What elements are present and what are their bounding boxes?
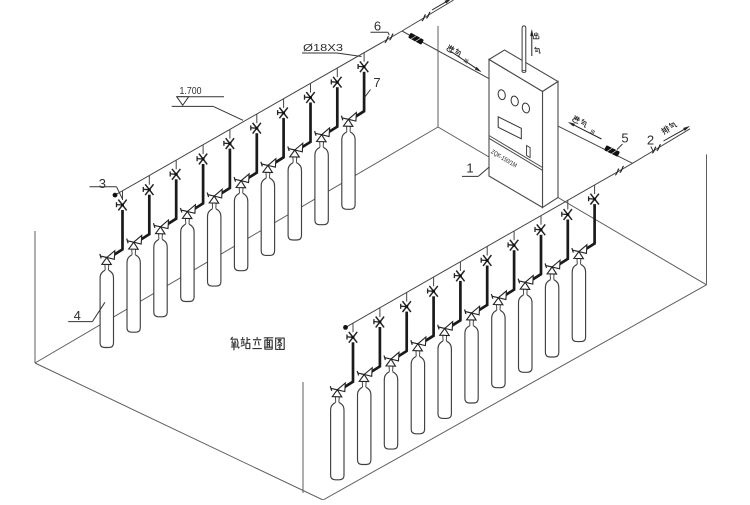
svg-text:5: 5 bbox=[621, 131, 628, 146]
svg-text:4: 4 bbox=[74, 308, 81, 323]
svg-text:6: 6 bbox=[374, 19, 381, 34]
svg-text:2: 2 bbox=[647, 133, 654, 148]
svg-text:3: 3 bbox=[99, 176, 106, 191]
svg-text:7: 7 bbox=[373, 75, 380, 90]
svg-text:1.700: 1.700 bbox=[180, 85, 202, 97]
svg-text:1: 1 bbox=[466, 161, 473, 176]
svg-text:Ø18X3: Ø18X3 bbox=[303, 43, 344, 54]
